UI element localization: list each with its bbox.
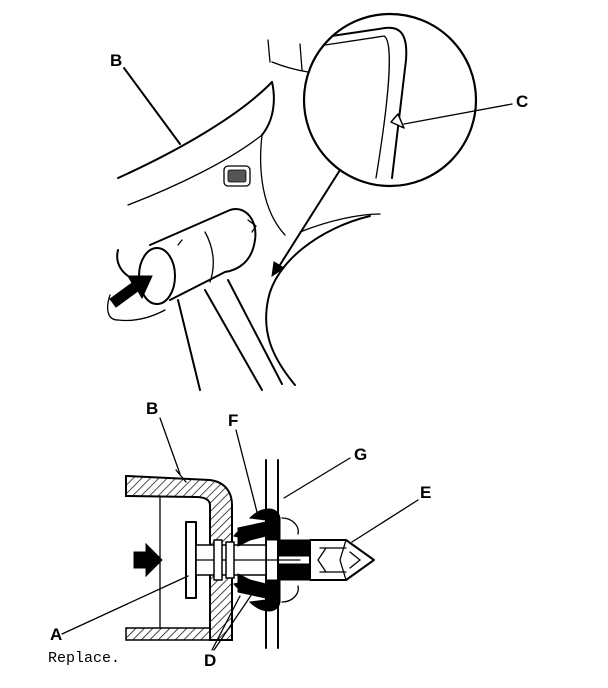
leader-c (403, 103, 513, 125)
body-curve (265, 213, 381, 386)
replace-note: Replace. (48, 650, 120, 667)
leader-g (283, 457, 351, 499)
grommet-f (248, 508, 317, 612)
magnifier-leader-arrow (271, 261, 285, 278)
leader-d-1 (211, 595, 241, 651)
panel-b-outline (117, 39, 309, 236)
callout-c: C (516, 92, 528, 111)
callout-b-top: B (110, 51, 122, 70)
leader-d-2 (213, 593, 253, 651)
leader-f (235, 429, 259, 517)
leader-e (351, 499, 419, 543)
callout-e: E (420, 483, 431, 502)
magnifier-leader (277, 169, 341, 269)
callout-f: F (228, 411, 238, 430)
callout-g: G (354, 445, 367, 464)
push-arrow-upper (109, 275, 153, 308)
leader-b-bottom (159, 417, 181, 475)
callout-d: D (204, 651, 216, 670)
push-arrow-lower (133, 542, 163, 578)
detail-magnifier (302, 12, 478, 188)
callout-a: A (50, 625, 62, 644)
seal-d (233, 521, 267, 599)
upper-illustration: B C (107, 12, 528, 391)
leader-b-top (123, 67, 181, 145)
body-panel-g (265, 459, 279, 649)
drift-tool (107, 208, 283, 391)
clip-e (309, 539, 375, 581)
emblem-badge (223, 165, 251, 187)
clip-pin-a (185, 521, 301, 599)
callout-b-bottom: B (146, 399, 158, 418)
lower-cross-section: B F G E A D Replace. (48, 399, 431, 670)
leader-a (61, 575, 189, 635)
